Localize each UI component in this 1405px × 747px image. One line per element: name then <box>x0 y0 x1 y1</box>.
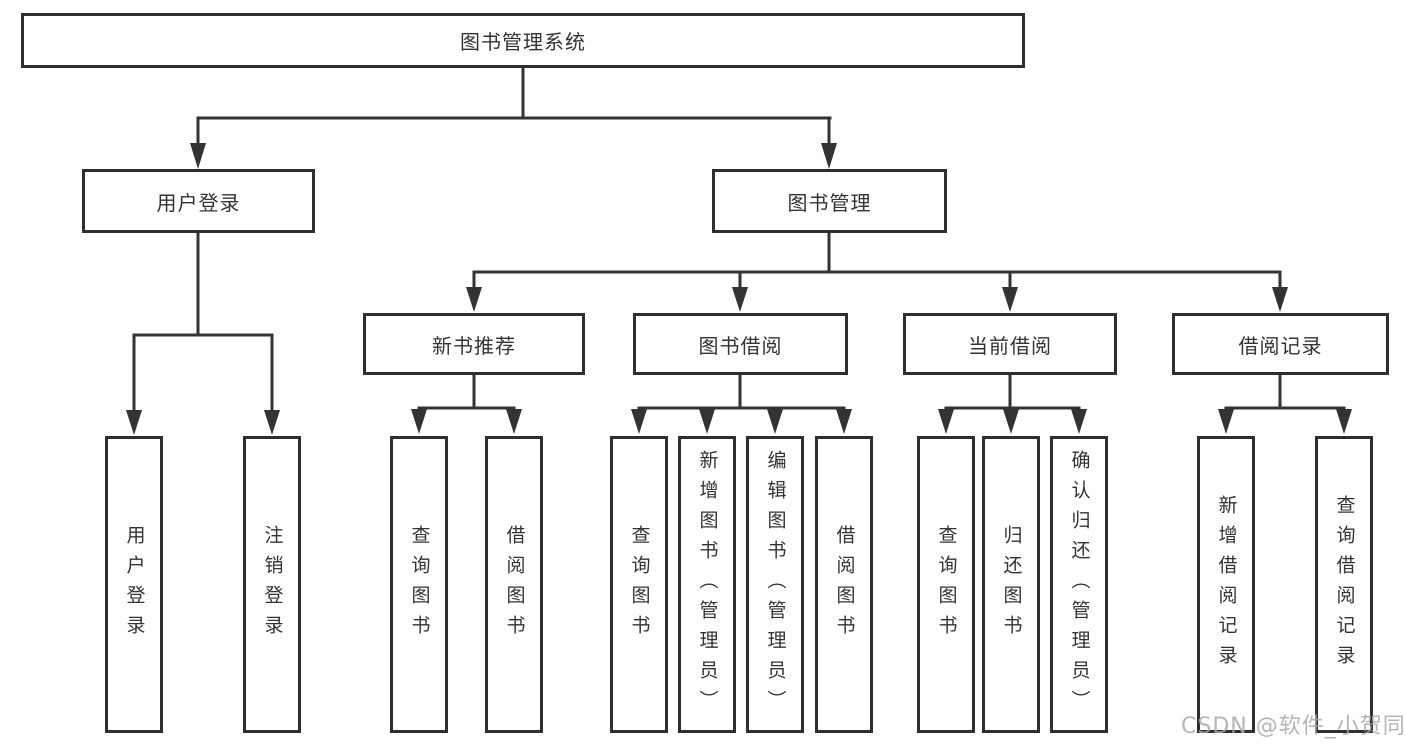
node-leaf-add-borrow-record-label: 新增借阅记录 <box>1215 494 1238 675</box>
connector-borrow-to-leaves <box>631 373 852 434</box>
node-leaf-edit-book-admin: 编辑图书（管理员） <box>746 436 804 733</box>
node-book-management: 图书管理 <box>712 169 947 233</box>
node-leaf-query-books-recommend-label: 查询图书 <box>408 524 431 645</box>
node-user-login: 用户登录 <box>82 169 315 233</box>
node-leaf-confirm-return-admin-label: 确认归还（管理员） <box>1068 449 1091 720</box>
node-new-book-recommend: 新书推荐 <box>363 313 585 375</box>
node-borrow-records-label: 借阅记录 <box>1238 333 1323 358</box>
node-root-system: 图书管理系统 <box>21 13 1025 68</box>
node-leaf-edit-book-admin-label: 编辑图书（管理员） <box>764 449 787 720</box>
csdn-watermark: CSDN @软件_小贺同学 <box>1181 714 1405 739</box>
node-leaf-logout-label: 注销登录 <box>261 524 284 645</box>
node-leaf-query-books-recommend: 查询图书 <box>390 436 448 733</box>
node-leaf-confirm-return-admin: 确认归还（管理员） <box>1050 436 1108 733</box>
connector-current-to-leaves <box>938 373 1087 434</box>
node-book-management-label: 图书管理 <box>787 190 872 215</box>
node-leaf-borrow-books: 借阅图书 <box>815 436 873 733</box>
connector-login-to-leaves <box>126 231 280 435</box>
node-leaf-query-books-borrow: 查询图书 <box>610 436 668 733</box>
node-current-borrow-label: 当前借阅 <box>968 333 1052 358</box>
node-leaf-query-books-current-label: 查询图书 <box>935 524 958 645</box>
connector-records-to-leaves <box>1218 373 1352 434</box>
node-leaf-borrow-books-recommend: 借阅图书 <box>485 436 543 733</box>
node-leaf-add-book-admin: 新增图书（管理员） <box>678 436 736 733</box>
node-leaf-return-books: 归还图书 <box>982 436 1040 733</box>
node-leaf-query-books-borrow-label: 查询图书 <box>628 524 651 645</box>
node-book-borrow-label: 图书借阅 <box>698 333 783 358</box>
node-leaf-borrow-books-label: 借阅图书 <box>833 524 856 645</box>
node-leaf-add-book-admin-label: 新增图书（管理员） <box>696 449 719 720</box>
node-leaf-query-borrow-record: 查询借阅记录 <box>1315 436 1373 733</box>
node-borrow-records: 借阅记录 <box>1172 313 1389 375</box>
node-leaf-add-borrow-record: 新增借阅记录 <box>1197 436 1255 733</box>
node-leaf-return-books-label: 归还图书 <box>1000 524 1023 645</box>
node-leaf-user-login-label: 用户登录 <box>123 524 146 645</box>
connector-management-to-level3 <box>466 231 1288 312</box>
connector-root-to-level2 <box>190 66 837 169</box>
node-book-borrow: 图书借阅 <box>633 313 848 375</box>
node-leaf-user-login: 用户登录 <box>105 436 163 733</box>
node-current-borrow: 当前借阅 <box>903 313 1117 375</box>
node-new-book-recommend-label: 新书推荐 <box>432 333 516 358</box>
connector-recommend-to-leaves <box>411 373 522 434</box>
node-leaf-query-borrow-record-label: 查询借阅记录 <box>1333 494 1356 675</box>
node-leaf-query-books-current: 查询图书 <box>917 436 975 733</box>
node-user-login-label: 用户登录 <box>156 190 241 215</box>
node-leaf-logout: 注销登录 <box>243 436 301 733</box>
node-root-system-label: 图书管理系统 <box>460 30 586 54</box>
node-leaf-borrow-books-recommend-label: 借阅图书 <box>503 524 526 645</box>
